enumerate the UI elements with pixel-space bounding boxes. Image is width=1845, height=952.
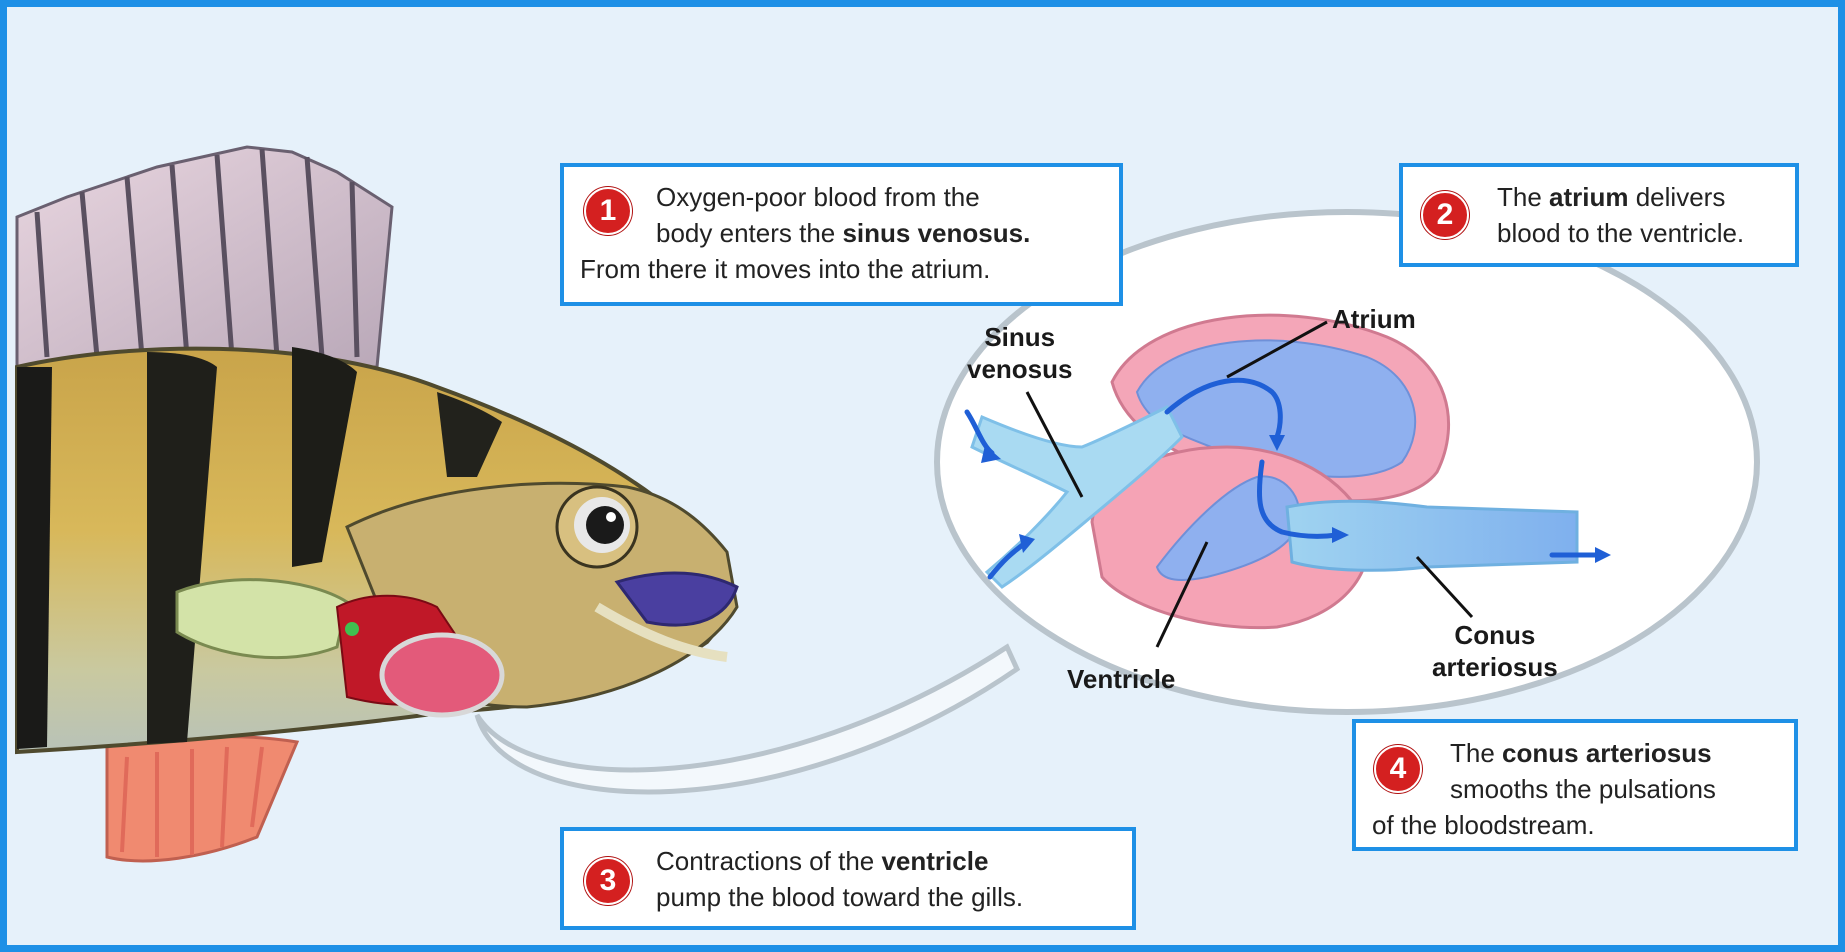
pelvic-fin xyxy=(107,737,297,861)
step-3-badge: 3 xyxy=(584,857,632,905)
callout-2-text: delivers xyxy=(1629,182,1726,212)
label-conus-line1: Conus xyxy=(1432,619,1558,651)
callout-2-term: atrium xyxy=(1549,182,1628,212)
label-ventricle: Ventricle xyxy=(1067,663,1175,695)
callout-3-line-2: pump the blood toward the gills. xyxy=(580,879,1116,915)
callout-1-text: From there it moves into the atrium. xyxy=(580,254,990,284)
callout-1-text: body enters the xyxy=(656,218,842,248)
callout-2-line-2: blood to the ventricle. xyxy=(1419,215,1779,251)
callout-1-term: sinus venosus. xyxy=(842,218,1030,248)
callout-1-line-2: body enters the sinus venosus. xyxy=(580,215,1103,251)
label-conus-arteriosus: Conus arteriosus xyxy=(1432,619,1558,683)
label-sinus-line2: venosus xyxy=(967,353,1073,385)
callout-4-text: The xyxy=(1450,738,1502,768)
callout-4-line-1: The conus arteriosus xyxy=(1372,735,1778,771)
callout-2-line-1: The atrium delivers xyxy=(1419,179,1779,215)
step-4-badge: 4 xyxy=(1374,745,1422,793)
callout-4: 4 The conus arteriosus smooths the pulsa… xyxy=(1352,719,1798,851)
callout-4-line-2: smooths the pulsations xyxy=(1372,771,1778,807)
callout-1-text: Oxygen-poor blood from the xyxy=(656,182,980,212)
label-atrium: Atrium xyxy=(1332,303,1416,335)
callout-3: 3 Contractions of the ventricle pump the… xyxy=(560,827,1136,930)
callout-3-line-1: Contractions of the ventricle xyxy=(580,843,1116,879)
callout-2: 2 The atrium delivers blood to the ventr… xyxy=(1399,163,1799,267)
label-sinus-line1: Sinus xyxy=(967,321,1073,353)
callout-1: 1 Oxygen-poor blood from the body enters… xyxy=(560,163,1123,306)
callout-3-term: ventricle xyxy=(881,846,988,876)
heart-location-circle xyxy=(382,635,502,715)
dorsal-fin xyxy=(17,147,392,367)
callout-4-line-3: of the bloodstream. xyxy=(1372,807,1778,843)
pectoral-fin xyxy=(177,580,347,658)
callout-3-text: Contractions of the xyxy=(656,846,881,876)
label-conus-line2: arteriosus xyxy=(1432,651,1558,683)
callout-4-term: conus arteriosus xyxy=(1502,738,1712,768)
callout-1-line-1: Oxygen-poor blood from the xyxy=(580,179,1103,215)
callout-1-line-3: From there it moves into the atrium. xyxy=(580,251,1103,287)
step-2-badge: 2 xyxy=(1421,191,1469,239)
stripe xyxy=(17,367,52,749)
step-1-badge: 1 xyxy=(584,187,632,235)
callout-2-text: The xyxy=(1497,182,1549,212)
label-sinus-venosus: Sinus venosus xyxy=(967,321,1073,385)
